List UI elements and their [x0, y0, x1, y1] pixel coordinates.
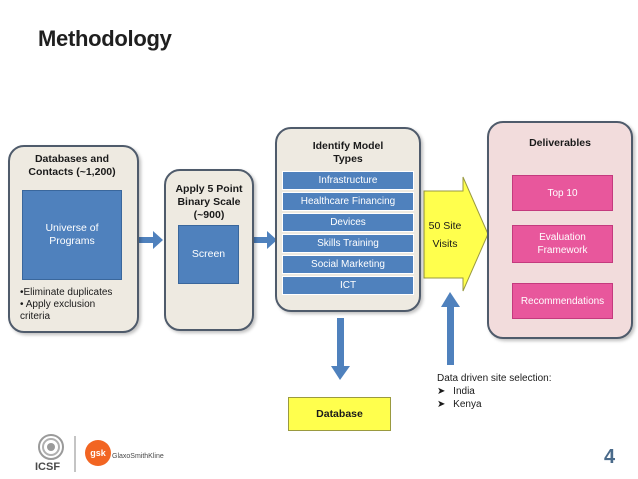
- screen-box: Screen: [178, 225, 239, 284]
- slide-title: Methodology: [38, 26, 172, 51]
- arrow-selection-to-visits: [441, 292, 460, 365]
- site-india-label: India: [453, 386, 475, 397]
- model-item-social-marketing: Social Marketing: [282, 255, 414, 274]
- model-item-ict: ICT: [282, 276, 414, 295]
- site-selection-heading: Data driven site selection:: [437, 373, 552, 384]
- arrow-databases-to-screen: [139, 231, 163, 249]
- icsf-logo: ICSF: [32, 432, 72, 476]
- databases-heading: Databases and Contacts (~1,200): [28, 153, 116, 178]
- arrow-screen-to-models: [253, 231, 277, 249]
- check-arrow-icon: ➤: [437, 386, 446, 397]
- scale-heading: Apply 5 Point Binary Scale (~900): [175, 183, 243, 221]
- site-selection-kenya: ➤ Kenya: [437, 398, 557, 411]
- icsf-wordmark: ICSF: [35, 461, 61, 473]
- site-visits-line2: Visits: [432, 238, 458, 250]
- gsk-logo: gsk: [85, 440, 111, 466]
- check-arrow-icon: ➤: [437, 399, 446, 410]
- model-item-devices: Devices: [282, 213, 414, 232]
- icsf-swirl-icon: [38, 434, 64, 460]
- deliverable-top-10: Top 10: [512, 175, 613, 211]
- model-item-infrastructure: Infrastructure: [282, 171, 414, 190]
- gsk-wordmark: GlaxoSmithKline: [112, 453, 164, 460]
- note-apply-exclusion: • Apply exclusion criteria: [20, 299, 96, 322]
- site-kenya-label: Kenya: [453, 399, 482, 410]
- site-visits-line1: 50 Site: [428, 220, 462, 232]
- site-visits-arrow: [423, 176, 489, 292]
- page-number: 4: [604, 446, 616, 468]
- gsk-mark: gsk: [90, 448, 106, 458]
- model-item-skills-training: Skills Training: [282, 234, 414, 253]
- deliverables-heading: Deliverables: [529, 137, 591, 149]
- arrow-models-to-database: [331, 318, 350, 380]
- note-eliminate-duplicates: •Eliminate duplicates: [20, 287, 113, 298]
- model-item-healthcare-financing: Healthcare Financing: [282, 192, 414, 211]
- database-box: Database: [288, 397, 391, 431]
- models-heading: Identify Model Types: [312, 140, 384, 165]
- deliverable-evaluation-framework: Evaluation Framework: [512, 225, 613, 263]
- universe-of-programs-box: Universe of Programs: [22, 190, 122, 280]
- deliverable-recommendations: Recommendations: [512, 283, 613, 319]
- site-selection-india: ➤ India: [437, 385, 557, 398]
